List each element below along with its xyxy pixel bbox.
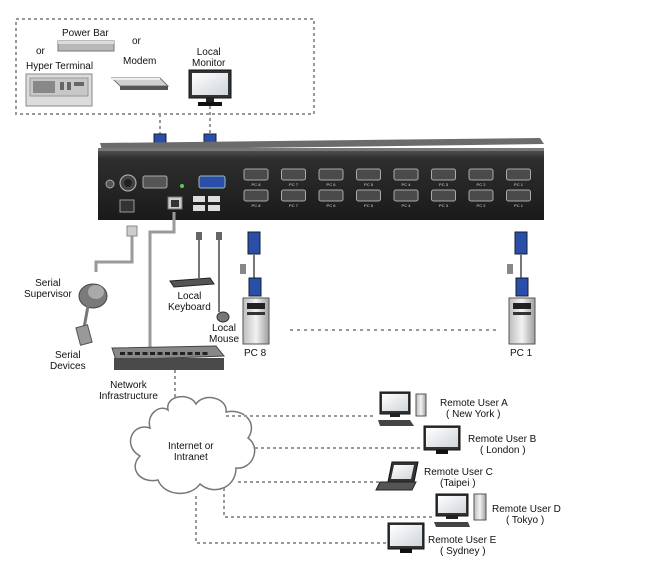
kvm-port-connector xyxy=(468,189,494,202)
remote-user-d-name: Remote User D xyxy=(492,504,561,515)
serial-supervisor-label: Serial Supervisor xyxy=(24,278,72,300)
power-bar-icon xyxy=(57,40,115,52)
serial-supervisor-icon xyxy=(75,283,108,346)
remote-user-d-city: ( Tokyo ) xyxy=(506,515,545,526)
internet-cloud xyxy=(129,395,256,494)
switch-port xyxy=(157,352,163,355)
switch-port xyxy=(120,352,125,355)
local-mouse-label: Local Mouse xyxy=(209,323,240,345)
kvm-port-label: PC 3 xyxy=(439,182,449,187)
pc-8-tower xyxy=(240,231,270,345)
remote-user-b-name: Remote User B xyxy=(468,434,537,445)
kvm-port-label: PC 8 xyxy=(252,203,262,208)
kvm-port-connector xyxy=(243,189,269,202)
switch-port xyxy=(202,352,208,355)
remote-user-b-city: ( London ) xyxy=(480,445,526,456)
switch-port xyxy=(165,352,170,355)
kvm-port-label: PC 5 xyxy=(364,203,374,208)
pc-1-label: PC 1 xyxy=(510,348,533,359)
kvm-port-label: PC 4 xyxy=(402,182,412,187)
local-monitor-label: Local Monitor xyxy=(192,47,226,69)
remote-user-c-city: (Taipei ) xyxy=(440,478,476,489)
modem-icon xyxy=(110,77,170,90)
or-label-1: or xyxy=(36,46,45,57)
remote-user-e-name: Remote User E xyxy=(428,535,497,546)
switch-port xyxy=(180,352,185,355)
kvm-port-label: PC 7 xyxy=(289,182,299,187)
kvm-port-connector xyxy=(468,168,494,181)
remote-user-c-laptop-icon xyxy=(375,461,419,491)
kvm-port-connector xyxy=(281,168,306,181)
pc-8-label: PC 8 xyxy=(244,348,267,359)
local-monitor-icon xyxy=(188,69,232,106)
kvm-port-connector xyxy=(393,189,419,202)
kvm-port-connector xyxy=(281,189,306,202)
kvm-port-label: PC 7 xyxy=(289,203,299,208)
local-mouse-icon xyxy=(216,232,230,323)
serial-devices-label: Serial Devices xyxy=(50,350,86,372)
kvm-port-connector xyxy=(356,168,381,181)
remote-user-a-city: ( New York ) xyxy=(446,409,501,420)
network-switch-icon xyxy=(111,345,226,370)
switch-port xyxy=(172,352,178,355)
kvm-port-connector xyxy=(431,189,456,202)
switch-port xyxy=(127,352,133,355)
remote-user-a-computer-icon xyxy=(378,391,427,426)
kvm-port-connector xyxy=(506,189,531,202)
kvm-port-connector xyxy=(506,168,531,181)
network-infrastructure-label: Network Infrastructure xyxy=(99,380,158,402)
kvm-port-label: PC 1 xyxy=(514,203,524,208)
kvm-port-label: PC 3 xyxy=(439,203,449,208)
kvm-port-label: PC 8 xyxy=(252,182,262,187)
internet-label: Internet or Intranet xyxy=(168,441,214,463)
remote-user-e-city: ( Sydney ) xyxy=(440,546,486,557)
power-bar-label: Power Bar xyxy=(62,28,109,39)
kvm-port-connector xyxy=(356,189,381,202)
kvm-port-connector xyxy=(318,168,344,181)
remote-user-e-computer-icon xyxy=(387,522,425,553)
switch-port xyxy=(150,352,155,355)
hyper-terminal-icon xyxy=(25,73,93,107)
kvm-port-connector xyxy=(393,168,419,181)
kvm-port-label: PC 6 xyxy=(327,182,337,187)
kvm-port-group: PC 8 PC 7 PC 6 PC 5 PC 4 PC 3 PC 2 PC 1 PC 8 PC 7… xyxy=(243,168,531,208)
remote-user-a-name: Remote User A xyxy=(440,398,508,409)
switch-port xyxy=(135,352,140,355)
hyper-terminal-label: Hyper Terminal xyxy=(26,61,94,72)
kvm-port-connector xyxy=(431,168,456,181)
kvm-port-label: PC 6 xyxy=(327,203,337,208)
or-label-2: or xyxy=(132,36,141,47)
switch-port xyxy=(142,352,148,355)
kvm-port-label: PC 2 xyxy=(477,182,487,187)
kvm-port-label: PC 4 xyxy=(402,203,412,208)
kvm-switch xyxy=(98,138,544,220)
switch-port xyxy=(195,352,200,355)
local-keyboard-label: Local Keyboard xyxy=(168,291,211,313)
remote-user-b-computer-icon xyxy=(423,425,461,454)
kvm-port-label: PC 2 xyxy=(477,203,487,208)
local-keyboard-icon xyxy=(169,232,215,288)
pc-1-tower xyxy=(507,231,536,345)
optional-devices-box xyxy=(15,18,315,115)
kvm-port-connector xyxy=(243,168,269,181)
kvm-port-connector xyxy=(318,189,344,202)
kvm-port-label: PC 5 xyxy=(364,182,374,187)
remote-user-d-computer-icon xyxy=(434,493,487,527)
kvm-port-label: PC 1 xyxy=(514,182,524,187)
remote-user-c-name: Remote User C xyxy=(424,467,493,478)
modem-label: Modem xyxy=(123,56,157,67)
switch-port xyxy=(187,352,193,355)
